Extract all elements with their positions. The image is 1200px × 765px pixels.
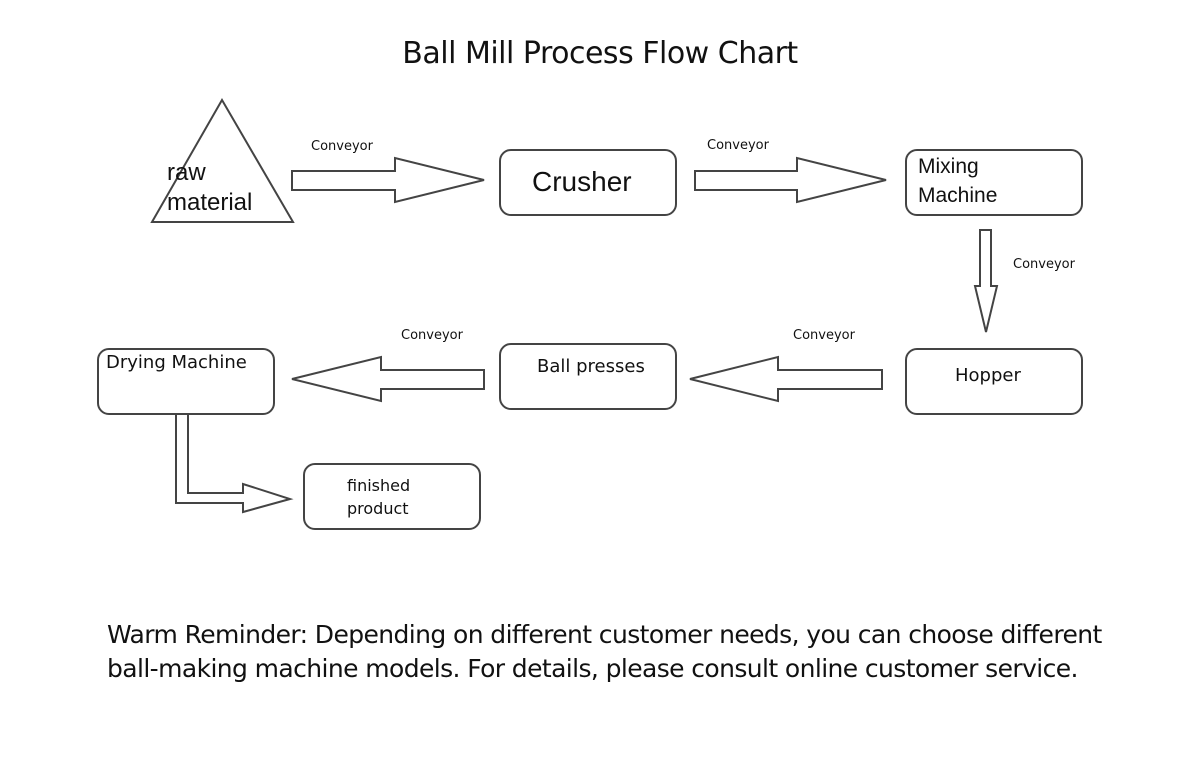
raw-material-line2: material xyxy=(167,189,253,216)
raw-material-triangle xyxy=(150,98,295,223)
finished-product-line2: product xyxy=(347,499,409,518)
conveyor-label-5: Conveyor xyxy=(401,328,463,343)
crusher-label: Crusher xyxy=(532,166,632,197)
raw-material-label: raw material xyxy=(167,158,252,218)
conveyor-label-1: Conveyor xyxy=(311,139,373,154)
conveyor-label-2: Conveyor xyxy=(707,138,769,153)
conveyor-label-3: Conveyor xyxy=(1013,257,1075,272)
warm-reminder-line1: Warm Reminder: Depending on different cu… xyxy=(107,620,1102,649)
conveyor-label-4: Conveyor xyxy=(793,328,855,343)
warm-reminder-line2: ball-making machine models. For details,… xyxy=(107,654,1078,683)
page-title: Ball Mill Process Flow Chart xyxy=(402,36,798,71)
arrow-raw-to-crusher xyxy=(291,156,485,204)
finished-product-node xyxy=(303,463,481,530)
hopper-label: Hopper xyxy=(955,365,1021,386)
mixing-machine-label: Mixing Machine xyxy=(918,152,997,210)
arrow-drying-to-finished xyxy=(175,413,294,514)
hopper-node xyxy=(905,348,1083,415)
finished-product-line1: finished xyxy=(347,476,411,495)
ball-presses-node xyxy=(499,343,677,410)
mixing-machine-line2: Machine xyxy=(918,184,998,207)
warm-reminder: Warm Reminder: Depending on different cu… xyxy=(107,618,1147,686)
raw-material-line1: raw xyxy=(167,159,206,186)
crusher-node xyxy=(499,149,677,216)
arrow-ball-presses-to-drying xyxy=(291,355,485,403)
drying-machine-node xyxy=(97,348,275,415)
arrow-crusher-to-mixing xyxy=(694,156,887,204)
mixing-machine-line1: Mixing xyxy=(918,155,979,178)
finished-product-label: finished product xyxy=(347,474,410,520)
arrow-hopper-to-ball-presses xyxy=(689,355,883,403)
ball-presses-label: Ball presses xyxy=(537,356,645,377)
arrow-mixing-to-hopper xyxy=(973,229,999,333)
mixing-machine-node xyxy=(905,149,1083,216)
drying-machine-label: Drying Machine xyxy=(106,352,247,373)
